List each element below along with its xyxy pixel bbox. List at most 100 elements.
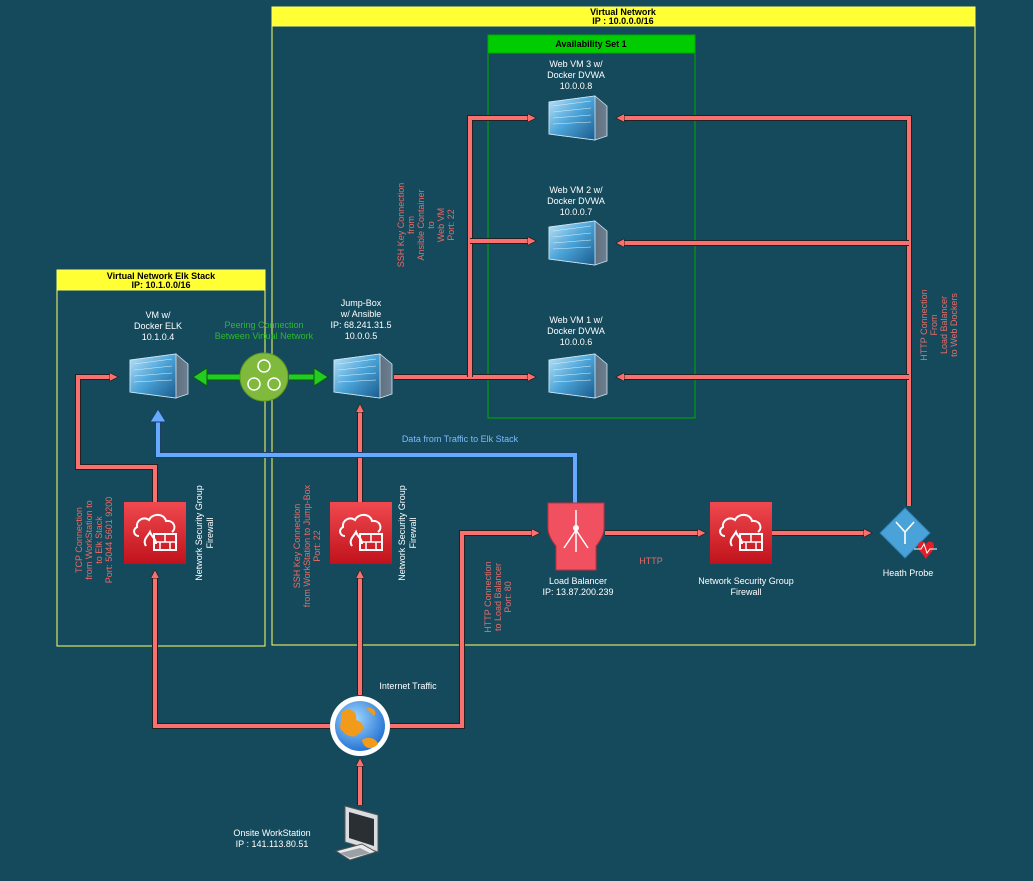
label-elk-vm: VM w/ Docker ELK 10.1.0.4: [134, 310, 182, 342]
label-nsg-web: Network Security Group Firewall: [698, 576, 794, 597]
http-lb-web-line-1: HTTP Connection: [919, 289, 929, 360]
http-label: HTTP: [639, 556, 663, 566]
health-probe[interactable]: [879, 507, 937, 560]
onsite-workstation[interactable]: [334, 805, 379, 861]
label-web-vm-2: Web VM 2 w/ Docker DVWA 10.0.0.7: [547, 185, 605, 217]
label-http-lb: HTTP Connection to Load Balancer Port: 8…: [483, 561, 513, 632]
web-vm1-ip: 10.0.0.6: [560, 337, 593, 347]
web-vm-3[interactable]: [548, 95, 608, 141]
workstation-name: Onsite WorkStation: [233, 828, 310, 838]
elk-vm-name: VM w/: [145, 310, 171, 320]
ssh-jump-line-1: SSH Key Connection: [292, 504, 302, 589]
label-http-lb-web: HTTP Connection From Load Balancer to We…: [919, 289, 959, 360]
health-probe-icon: [879, 507, 937, 560]
arrow-healthprobe-to-webvms: [620, 118, 912, 506]
jumpbox-public-ip: IP: 68.241.31.5: [330, 320, 391, 330]
http-lb-web-line-4: to Web Dockers: [949, 293, 959, 357]
web-vm3-name: Web VM 3 w/: [549, 59, 603, 69]
label-ssh-jump: SSH Key Connection from WorkStation to J…: [292, 484, 322, 607]
virtual-network-container: Virtual Network IP : 10.0.0.0/16: [271, 6, 976, 646]
elk-vm[interactable]: [129, 353, 189, 399]
arrow-lb-to-elkvm: [149, 408, 578, 503]
label-jumpbox: Jump-Box w/ Ansible IP: 68.241.31.5 10.0…: [330, 298, 391, 341]
workstation-ip: IP : 141.113.80.51: [236, 839, 309, 849]
arrow-jumpbox-to-webvms: [394, 118, 532, 377]
availability-set-container: Availability Set 1: [487, 34, 696, 419]
connections: [75, 118, 912, 805]
ssh-ansible-line-4: to: [426, 221, 436, 229]
label-nsg-jump: Network Security Group Firewall: [397, 485, 418, 581]
label-web-vm-1: Web VM 1 w/ Docker DVWA 10.0.0.6: [547, 315, 605, 347]
http-lb-line-3: Port: 80: [503, 581, 513, 613]
ssh-ansible-line-6: Port: 22: [446, 209, 456, 241]
nsg-elk-subtitle: Firewall: [205, 517, 215, 548]
peering-line-1: Peering Connection: [224, 320, 303, 330]
firewall-icon: [124, 502, 186, 564]
http-lb-line-1: HTTP Connection: [483, 561, 493, 632]
web-vm2-name: Web VM 2 w/: [549, 185, 603, 195]
arrow-elk-nsg-to-elkvm: [75, 377, 158, 502]
server-icon: [129, 353, 189, 399]
elk-network-ip: IP: 10.1.0.0/16: [131, 280, 190, 290]
tcp-elk-line-4: Port: 5044 5601 9200: [104, 497, 114, 584]
computer-icon: [334, 805, 379, 861]
elk-network-title: Virtual Network Elk Stack: [107, 271, 216, 281]
load-balancer[interactable]: [547, 502, 605, 571]
web-vm1-software: Docker DVWA: [547, 326, 605, 336]
ssh-ansible-line-2: from: [406, 216, 416, 234]
label-ssh-ansible: SSH Key Connection from Ansible Containe…: [396, 183, 456, 268]
tcp-elk-line-2: from WorkStation to: [84, 500, 94, 579]
jumpbox-software: w/ Ansible: [340, 309, 382, 319]
tcp-elk-line-3: to Elk Stack: [94, 516, 104, 564]
web-vm3-software: Docker DVWA: [547, 70, 605, 80]
arrow-internet-to-lb: [390, 533, 536, 729]
server-icon: [333, 353, 393, 399]
ssh-ansible-line-3: Ansible Container: [416, 189, 426, 260]
virtual-network-ip: IP : 10.0.0.0/16: [592, 16, 653, 26]
jumpbox-vm[interactable]: [333, 353, 393, 399]
elk-vm-ip: 10.1.0.4: [142, 332, 175, 342]
nsg-elk-title: Network Security Group: [194, 485, 204, 581]
label-web-vm-3: Web VM 3 w/ Docker DVWA 10.0.0.8: [547, 59, 605, 91]
server-icon: [548, 95, 608, 141]
http-lb-web-line-2: From: [929, 315, 939, 336]
firewall-icon: [710, 502, 772, 564]
firewall-icon: [330, 502, 392, 564]
label-nsg-elk: Network Security Group Firewall: [194, 485, 215, 581]
tcp-elk-line-1: TCP Connection: [74, 507, 84, 573]
arrow-peering: [192, 367, 329, 387]
jumpbox-private-ip: 10.0.0.5: [345, 331, 378, 341]
label-peering: Peering Connection Between Virtual Netwo…: [215, 320, 314, 341]
nsg-web-title: Network Security Group: [698, 576, 794, 586]
server-icon: [548, 220, 608, 266]
web-vm3-ip: 10.0.0.8: [560, 81, 593, 91]
nsg-elk-firewall[interactable]: [124, 502, 186, 564]
globe-icon: [330, 696, 390, 756]
elk-vm-software: Docker ELK: [134, 321, 182, 331]
label-tcp-elk: TCP Connection from WorkStation to to El…: [74, 497, 114, 584]
web-vm-1[interactable]: [548, 353, 608, 399]
elk-data-label: Data from Traffic to Elk Stack: [402, 434, 519, 444]
arrow-internet-to-elk-nsg: [155, 574, 330, 729]
label-load-balancer: Load Balancer IP: 13.87.200.239: [542, 576, 613, 597]
internet[interactable]: [330, 696, 390, 756]
label-workstation: Onsite WorkStation IP : 141.113.80.51: [233, 828, 310, 849]
http-lb-web-line-3: Load Balancer: [939, 296, 949, 354]
web-vm2-ip: 10.0.0.7: [560, 207, 593, 217]
ssh-jump-line-3: Port: 22: [312, 530, 322, 562]
availability-set-title: Availability Set 1: [555, 39, 626, 49]
virtual-network-title: Virtual Network: [590, 7, 657, 17]
peering-icon[interactable]: [239, 352, 289, 402]
lb-ip: IP: 13.87.200.239: [542, 587, 613, 597]
ssh-ansible-line-5: Web VM: [436, 208, 446, 242]
ssh-ansible-line-1: SSH Key Connection: [396, 183, 406, 268]
web-vm-2[interactable]: [548, 220, 608, 266]
http-lb-line-2: to Load Balancer: [493, 563, 503, 631]
nsg-jump-title: Network Security Group: [397, 485, 407, 581]
nsg-web-firewall[interactable]: [710, 502, 772, 564]
nsg-jump-firewall[interactable]: [330, 502, 392, 564]
jumpbox-name: Jump-Box: [341, 298, 382, 308]
internet-label: Internet Traffic: [379, 681, 437, 691]
lb-name: Load Balancer: [549, 576, 607, 586]
